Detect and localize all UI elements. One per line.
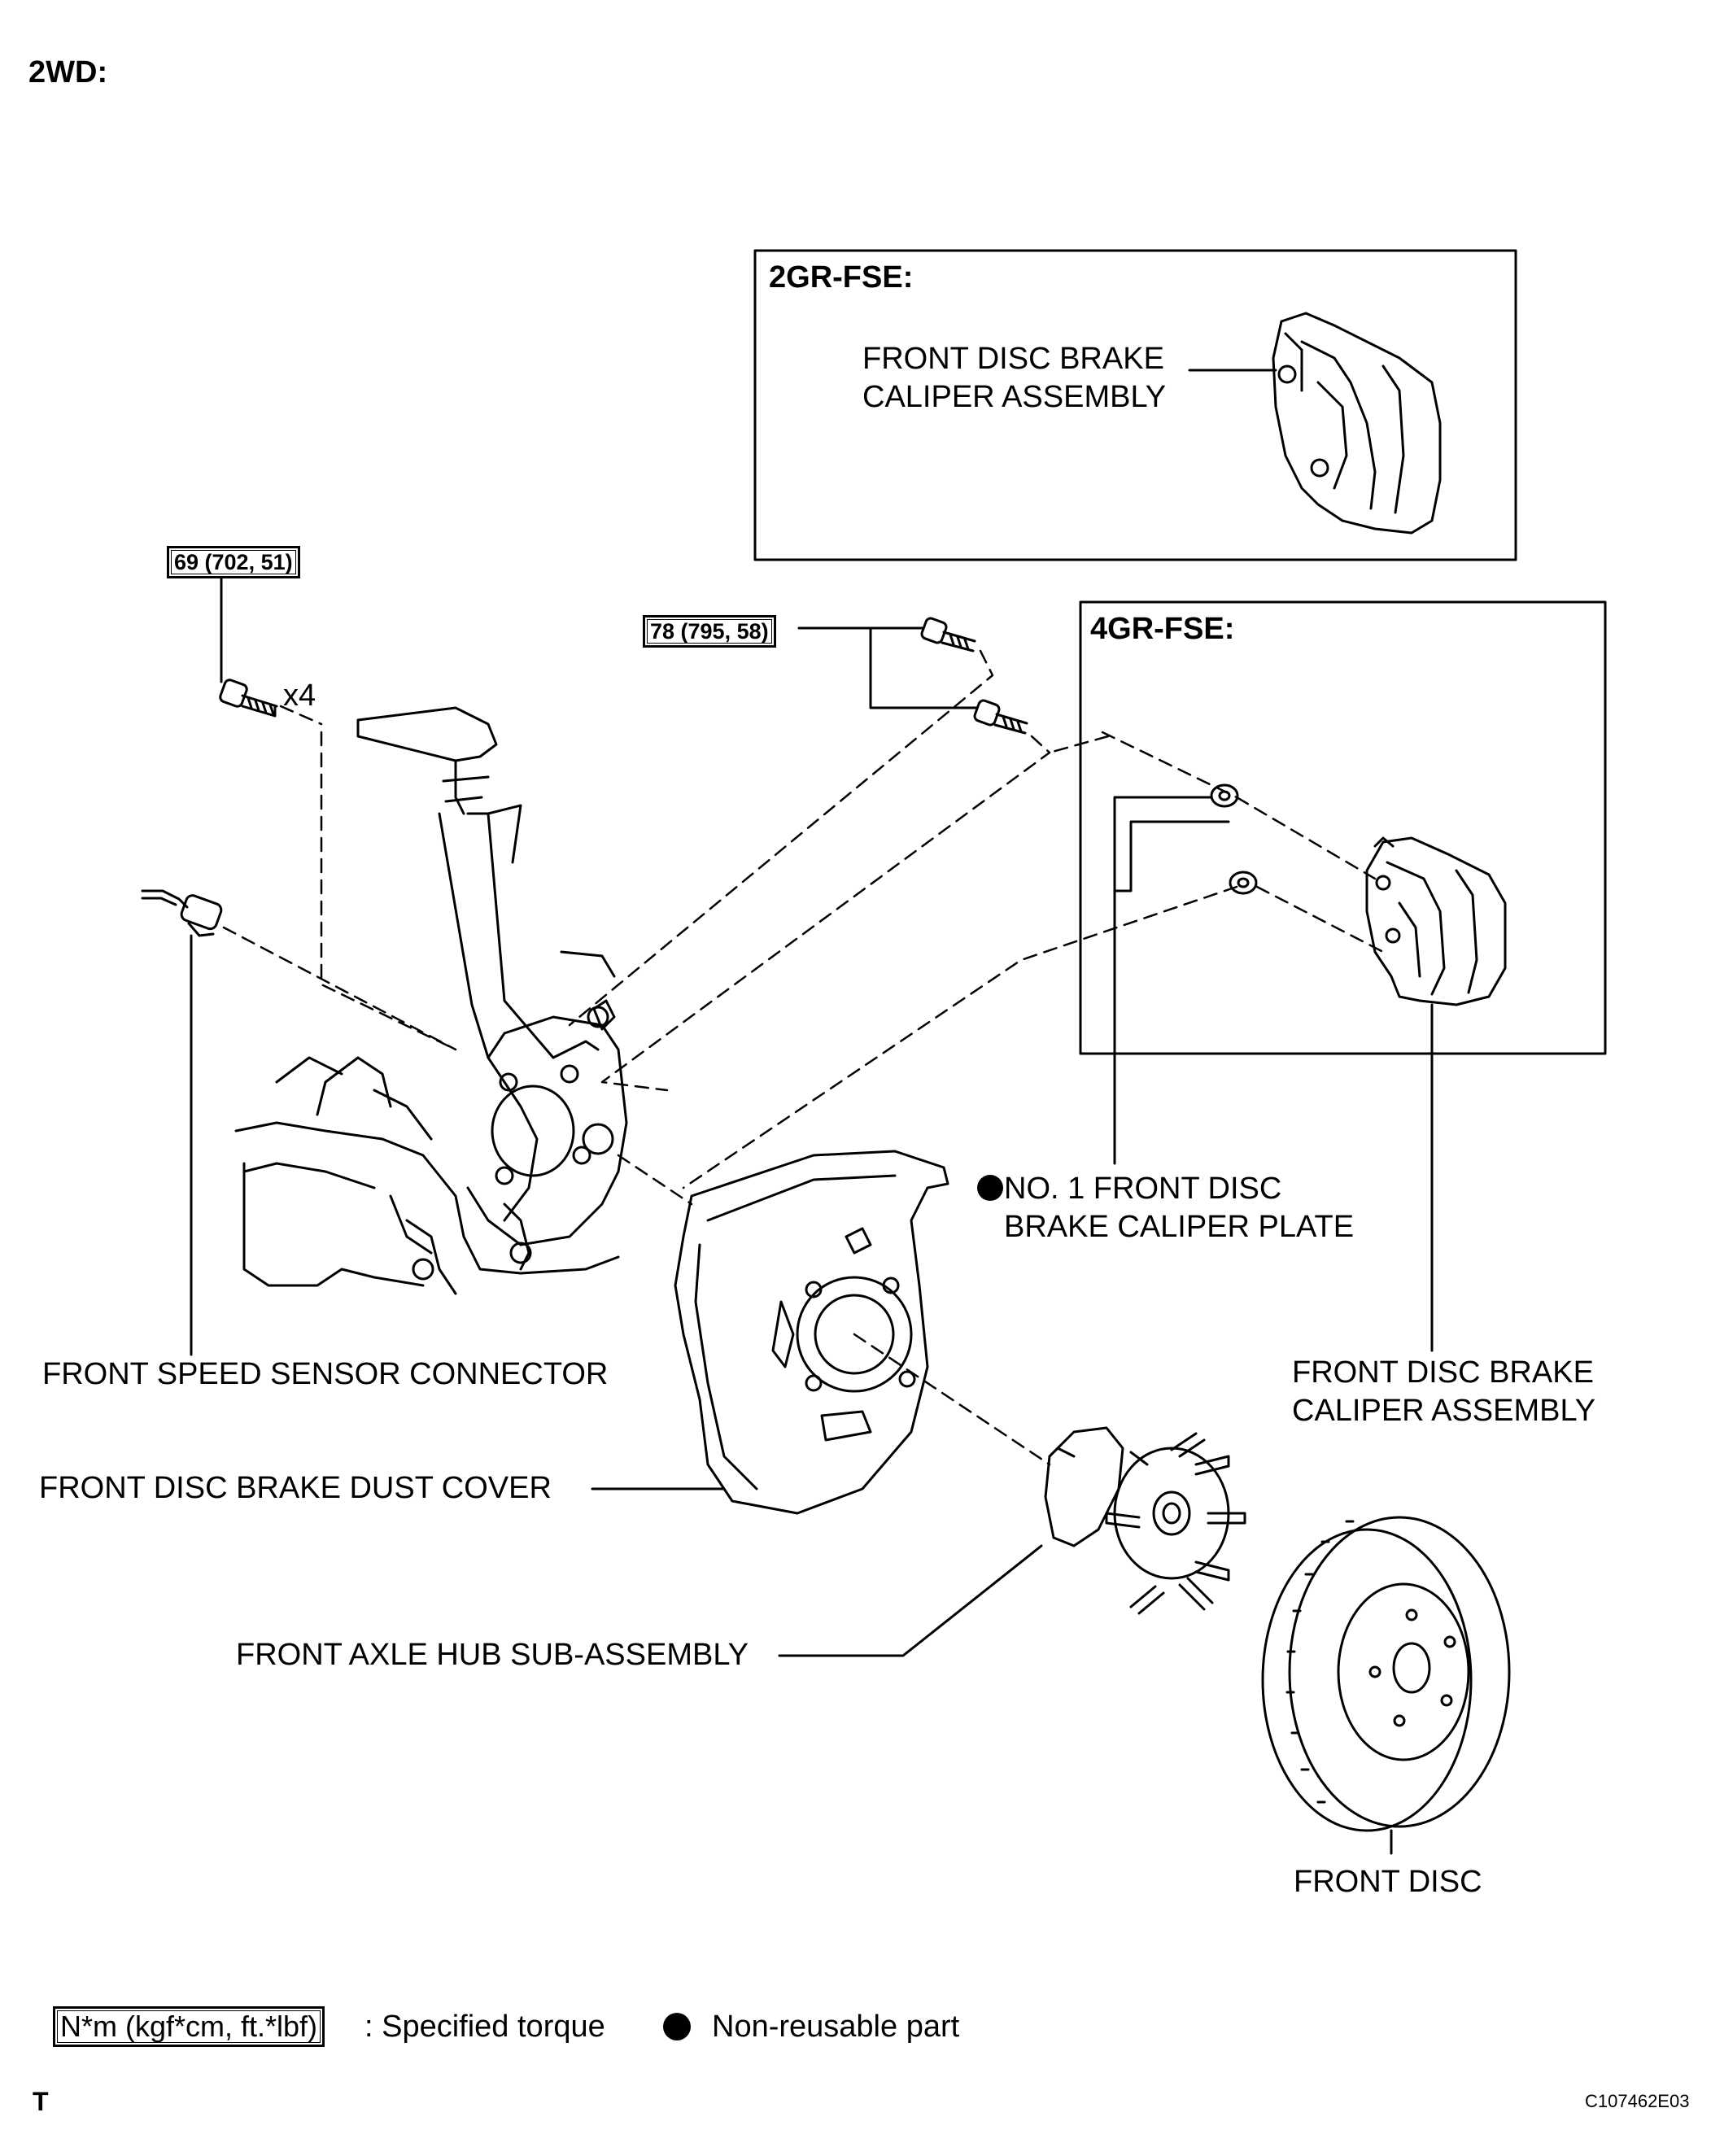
legend-torque-unit-box: N*m (kgf*cm, ft.*lbf) bbox=[53, 2006, 325, 2047]
label-caliper-plate-line2: BRAKE CALIPER PLATE bbox=[1004, 1210, 1355, 1244]
speed-sensor-connector-drawing bbox=[141, 889, 223, 937]
torque-spec-knuckle-bolt: 69 (702, 51) bbox=[167, 546, 300, 578]
page-title: 2WD: bbox=[28, 55, 108, 89]
caliper-4gr-drawing bbox=[1365, 836, 1507, 1006]
axle-hub-drawing bbox=[1044, 1426, 1246, 1615]
label-caliper-line1: FRONT DISC BRAKE bbox=[1292, 1355, 1594, 1390]
leader-plate bbox=[1113, 796, 1212, 1165]
non-reusable-marker-plate bbox=[977, 1175, 1003, 1201]
label-caliper-line2: CALIPER ASSEMBLY bbox=[1292, 1394, 1596, 1428]
label-caliper-plate-line1: NO. 1 FRONT DISC bbox=[1004, 1172, 1282, 1206]
inset-2gr-title: 2GR-FSE: bbox=[769, 260, 914, 295]
caliper-bolt-upper-drawing bbox=[920, 617, 976, 652]
front-disc-drawing bbox=[1261, 1516, 1511, 1832]
leader-axle-hub bbox=[778, 1544, 1043, 1657]
inset-2gr-fse-frame bbox=[753, 249, 1517, 561]
legend-torque-description: : Specified torque bbox=[364, 2010, 605, 2044]
legend-non-reusable-dot-icon bbox=[663, 2013, 691, 2040]
dust-cover-drawing bbox=[674, 1150, 949, 1515]
inset-4gr-title: 4GR-FSE: bbox=[1090, 612, 1235, 646]
inset-2gr-caliper-label-line1: FRONT DISC BRAKE bbox=[862, 342, 1164, 376]
torque-spec-caliper-bolt: 78 (795, 58) bbox=[643, 615, 776, 648]
caliper-bolt-lower-drawing bbox=[973, 699, 1028, 735]
footer-left-mark: T bbox=[33, 2087, 49, 2116]
label-dust-cover: FRONT DISC BRAKE DUST COVER bbox=[39, 1471, 552, 1505]
knuckle-bolt-quantity: x4 bbox=[283, 679, 316, 713]
label-axle-hub: FRONT AXLE HUB SUB-ASSEMBLY bbox=[236, 1638, 749, 1672]
inset-2gr-caliper-label-line2: CALIPER ASSEMBLY bbox=[862, 380, 1167, 414]
caliper-plate-washers bbox=[1210, 783, 1258, 895]
caliper-2gr-drawing bbox=[1272, 312, 1442, 535]
leader-caliper-torque bbox=[797, 626, 978, 709]
knuckle-bolt-drawing bbox=[219, 679, 278, 718]
legend-non-reusable-label: Non-reusable part bbox=[712, 2010, 960, 2044]
label-speed-sensor-connector: FRONT SPEED SENSOR CONNECTOR bbox=[42, 1357, 609, 1391]
steering-knuckle-drawing bbox=[234, 706, 628, 1295]
figure-code: C107462E03 bbox=[1585, 2091, 1690, 2111]
inset-4gr-fse-frame bbox=[1079, 600, 1607, 1055]
label-front-disc: FRONT DISC bbox=[1294, 1865, 1482, 1899]
